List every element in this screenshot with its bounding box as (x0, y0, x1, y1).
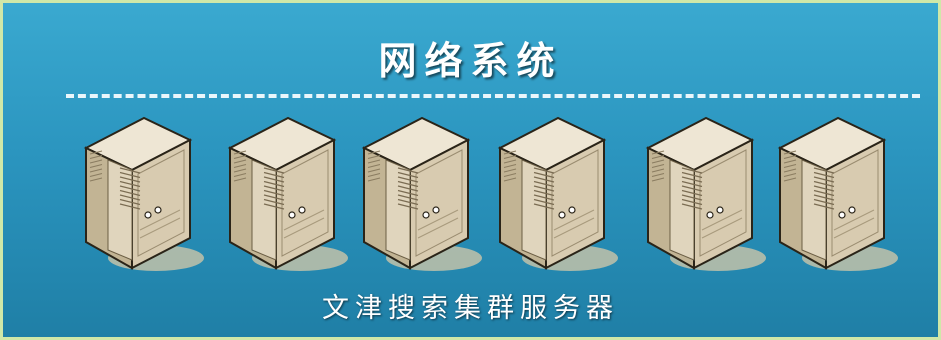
server-tower-icon (78, 110, 208, 275)
server-tower-icon (772, 110, 902, 275)
diagram-title: 网络系统 (378, 39, 563, 83)
server-tower-icon (356, 110, 486, 275)
dashed-divider (66, 94, 920, 98)
server-tower-icon (640, 110, 770, 275)
server-tower-icon (222, 110, 352, 275)
diagram-caption: 文津搜索集群服务器 (322, 293, 619, 324)
server-tower-icon (492, 110, 622, 275)
